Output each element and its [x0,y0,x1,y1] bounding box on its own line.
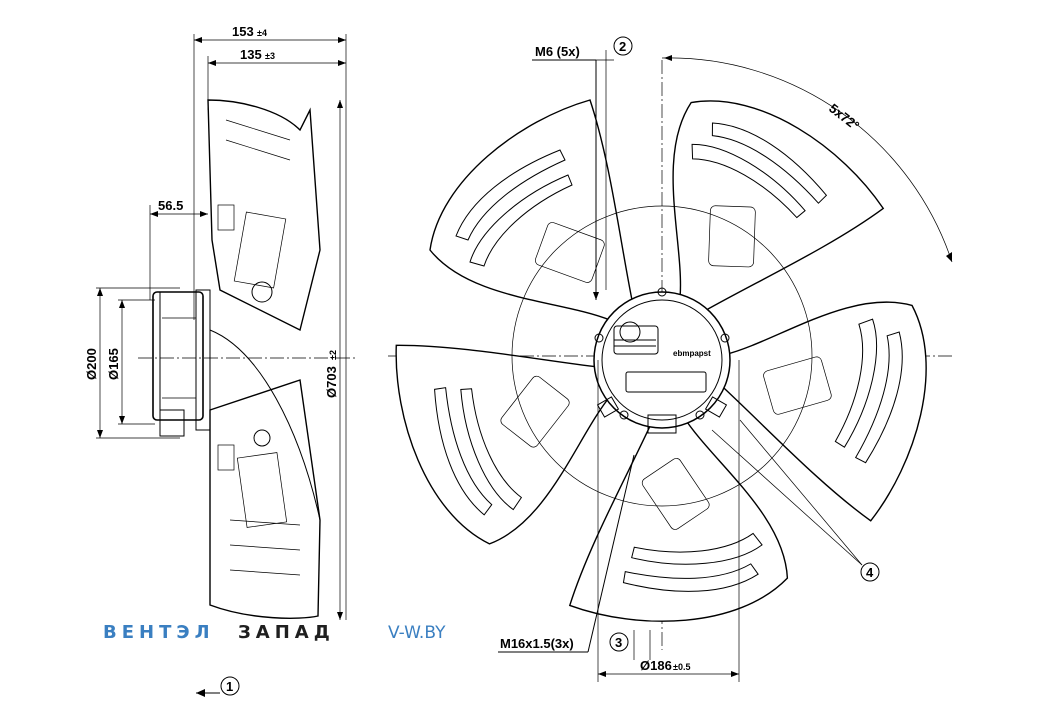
watermark-part-a: ВЕНТЭЛ [103,622,215,643]
callout-1: 1 [226,679,233,694]
label-m6: M6 (5x) [535,44,580,59]
dim-153-label: 153 [232,24,254,39]
watermark-part-b: ЗАПАД [238,622,335,643]
front-view: ebmpapst M6 (5x) 2 5x72° 4 M16x1.5(3x) Ø… [388,36,955,682]
dim-d200-label: Ø200 [84,348,99,380]
motor-hub: ebmpapst [593,287,731,434]
label-m16: M16x1.5(3x) [500,636,574,651]
dim-d703-label: Ø703 [324,366,339,398]
callout-3: 3 [615,635,622,650]
dim-56-5-label: 56.5 [158,198,183,213]
dim-d186-label: Ø186 [640,658,672,673]
callout-4: 4 [866,565,874,580]
watermark-part-c: V-W.BY [388,623,446,643]
callout-2: 2 [619,39,626,54]
dim-135-tolerance: ±3 [265,51,275,61]
side-view: 153 ±4 135 ±3 56.5 Ø200 Ø165 Ø703 ±2 [84,24,355,697]
dim-153-tolerance: ±4 [257,28,267,38]
hub-brand-label: ebmpapst [673,349,711,358]
label-angle: 5x72° [826,101,862,134]
dim-135-label: 135 [240,47,262,62]
dim-d186-tolerance: ±0.5 [673,662,690,672]
dim-d703-tolerance: ±2 [328,350,338,360]
fan-blades [395,99,927,622]
dim-d165-label: Ø165 [106,348,121,380]
